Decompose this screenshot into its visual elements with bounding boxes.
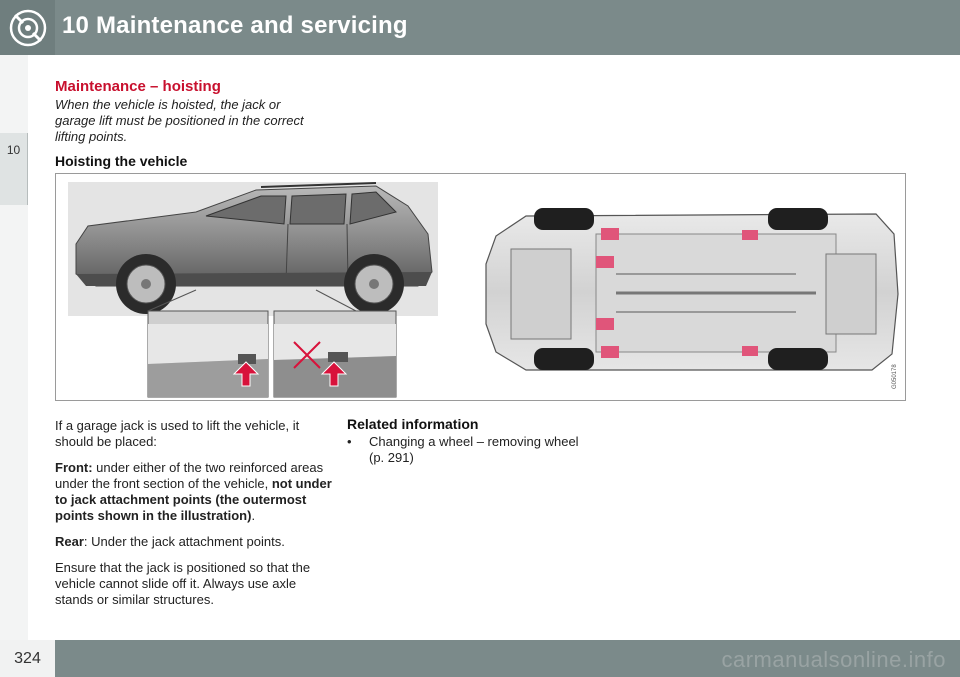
front-paragraph: Front: under either of the two reinforce… [55, 460, 337, 524]
lift-arrow-icon [320, 361, 348, 387]
section-title: Maintenance – hoisting [55, 78, 221, 95]
front-text: under either of the two reinforced areas… [55, 460, 324, 491]
body-text: If a garage jack is used to lift the veh… [55, 418, 337, 618]
paragraph: Ensure that the jack is positioned so th… [55, 560, 311, 607]
figure-code: G050178 [892, 364, 898, 389]
underside-view [485, 208, 899, 371]
related-link[interactable]: • Changing a wheel – removing wheel (p. … [347, 434, 597, 466]
hoisting-illustration: G050178 [55, 173, 906, 401]
front-end: . [251, 508, 256, 523]
front-label: Front: [55, 460, 93, 475]
chapter-icon-box [0, 0, 55, 55]
lift-arrow-icon [232, 361, 260, 387]
detail-rear-jack-point [273, 310, 397, 398]
lift-point-marker [596, 318, 614, 330]
rear-label: Rear [55, 534, 84, 549]
lift-point-marker [601, 346, 619, 358]
detail-front-jack-point [147, 310, 269, 398]
lift-point-marker [742, 346, 758, 356]
subheading: Hoisting the vehicle [55, 153, 188, 169]
rear-text: : Under the jack attachment points. [83, 534, 285, 549]
lift-point-marker [601, 228, 619, 240]
paragraph: If a garage jack is used to lift the veh… [55, 418, 300, 449]
watermark: carmanualsonline.info [721, 647, 946, 672]
related-link-text[interactable]: Changing a wheel – removing wheel (p. 29… [369, 434, 579, 465]
page-footer: 324 carmanualsonline.info [0, 640, 960, 677]
lift-point-marker [596, 256, 614, 268]
bullet: • [347, 434, 352, 449]
side-view [68, 182, 438, 316]
chapter-tab[interactable]: 10 [0, 133, 28, 205]
front-warning: not under to jack attachment points (the… [55, 476, 332, 523]
lift-point-marker [742, 230, 758, 240]
page-number: 324 [0, 640, 55, 677]
related-info-title: Related information [347, 416, 479, 432]
wrench-gear-icon [9, 9, 46, 46]
rear-paragraph: Rear: Under the jack attachment points. [55, 534, 337, 550]
section-intro: When the vehicle is hoisted, the jack or… [55, 97, 304, 144]
page-header: 10 Maintenance and servicing [0, 0, 960, 55]
chapter-title: 10 Maintenance and servicing [62, 12, 408, 39]
